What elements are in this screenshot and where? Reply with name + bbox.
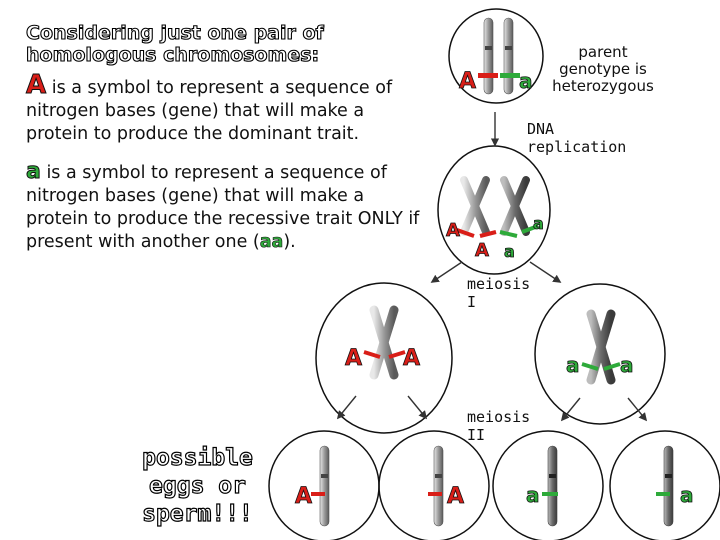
recessive-text: is a symbol to represent a sequence of n… <box>26 163 420 252</box>
heading: Considering just one pair of homologous … <box>25 21 346 66</box>
parent-chromosome-left <box>483 17 494 95</box>
gamete-cell-2 <box>378 430 490 540</box>
m1-allele-A2: A <box>403 346 420 371</box>
meiosis-2-note-line: meiosis <box>467 408 531 426</box>
parent-chromosome-right <box>503 17 514 95</box>
meiosis-1-note: meiosis I <box>467 275 530 311</box>
parent-note-line: heterozygous <box>552 77 654 95</box>
meiosis-1-cell-left <box>315 282 453 434</box>
rep-allele-a1: a <box>504 242 515 261</box>
parent-note: parent genotype is heterozygous <box>548 44 658 95</box>
arrow-meiosis-2-d <box>627 397 648 422</box>
allele-marker-recessive <box>500 73 520 78</box>
replication-note-line: DNA <box>527 120 555 138</box>
heading-line-2: homologous chromosomes: <box>25 43 320 66</box>
meiosis-1-left-chromosome <box>369 305 399 380</box>
arrow-meiosis-1-left <box>430 261 463 283</box>
meiosis-1-right-chromosome <box>586 309 616 385</box>
arrow-meiosis-1-right <box>529 261 562 283</box>
arrow-meiosis-2-b <box>407 395 428 420</box>
gamete-chromosome-3 <box>547 445 558 527</box>
gamete-allele-1: A <box>295 484 312 509</box>
replication-note-line: replication <box>527 138 627 156</box>
gamete-cell-4 <box>609 430 720 540</box>
m1-allele-a2: a <box>620 353 634 377</box>
gamete-chromosome-4 <box>663 445 674 527</box>
arrow-meiosis-2-a <box>336 395 357 420</box>
parent-note-line: parent <box>578 43 628 61</box>
recessive-symbol: a <box>26 159 42 184</box>
parent-allele-a: a <box>519 69 533 93</box>
rep-allele-A2: A <box>475 240 489 261</box>
rep-allele-A1: A <box>446 220 460 241</box>
recessive-close: ). <box>283 232 296 252</box>
allele-marker-dominant <box>478 73 498 78</box>
gamete-cell-3 <box>492 430 604 540</box>
meiosis-1-cell-right <box>534 283 666 425</box>
parent-note-line: genotype is <box>559 60 647 78</box>
gamete-allele-3: a <box>526 483 540 507</box>
gamete-allele-2: A <box>447 484 464 509</box>
possible-note-line: sperm!!! <box>142 500 254 527</box>
dominant-text: is a symbol to represent a sequence of n… <box>26 78 393 144</box>
gamete-allele-4: a <box>680 483 694 507</box>
meiosis-1-note-line: I <box>467 293 477 311</box>
recessive-explanation: a is a symbol to represent a sequence of… <box>26 160 426 254</box>
possible-gametes-note: possible eggs or sperm!!! <box>140 444 255 528</box>
dominant-explanation: A is a symbol to represent a sequence of… <box>25 72 426 146</box>
replicated-chromosome-right <box>500 176 530 236</box>
gamete-chromosome-1 <box>319 445 330 527</box>
replicated-chromosome-left <box>460 176 490 236</box>
possible-note-line: eggs or <box>148 472 246 499</box>
m1-allele-a1: a <box>566 353 580 377</box>
meiosis-2-note-line: II <box>467 426 486 444</box>
dominant-symbol: A <box>25 70 47 100</box>
possible-note-line: possible <box>142 444 254 471</box>
heading-line-1: Considering just one pair of <box>25 21 324 44</box>
meiosis-1-note-line: meiosis <box>467 275 531 293</box>
gamete-chromosome-2 <box>433 445 444 527</box>
m1-allele-A1: A <box>345 346 362 371</box>
replicated-cell <box>437 145 551 275</box>
parent-cell <box>448 8 544 104</box>
recessive-pair: aa <box>259 232 284 253</box>
rep-allele-a2: a <box>533 214 544 233</box>
replication-note: DNA replication <box>527 120 626 156</box>
meiosis-2-note: meiosis II <box>467 408 530 444</box>
parent-allele-A: A <box>459 69 476 94</box>
arrow-meiosis-2-c <box>560 397 581 422</box>
